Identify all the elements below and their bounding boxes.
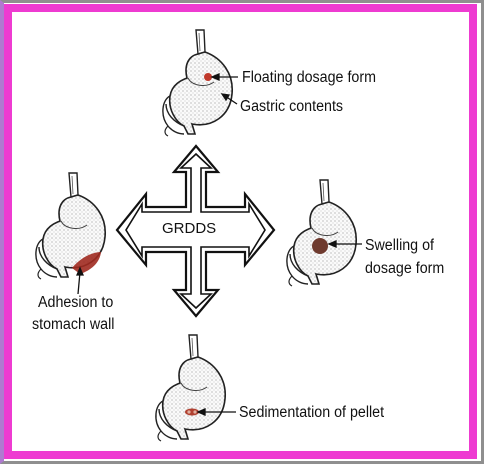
leader-arrows xyxy=(76,73,362,416)
label-floating-dosage-form: Floating dosage form xyxy=(242,69,376,86)
four-way-arrow-icon xyxy=(115,144,276,318)
stomach-icon-floating xyxy=(162,29,234,137)
floating-dosage-dot xyxy=(204,73,212,81)
grdds-center-label: GRDDS xyxy=(162,220,217,237)
swelling-dosage-blob xyxy=(312,238,328,254)
label-gastric-contents: Gastric contents xyxy=(240,98,344,115)
stomach-icon-swelling xyxy=(286,179,358,287)
label-sedimentation: Sedimentation of pellet xyxy=(239,404,385,421)
sediment-pellets xyxy=(185,408,199,416)
label-swelling-line1: Swelling of xyxy=(365,237,434,254)
label-swelling-line2: dosage form xyxy=(365,260,445,277)
label-adhesion-line1: Adhesion to xyxy=(38,294,114,311)
label-adhesion-line2: stomach wall xyxy=(32,316,115,333)
stomach-icon-sedimentation xyxy=(155,334,227,442)
